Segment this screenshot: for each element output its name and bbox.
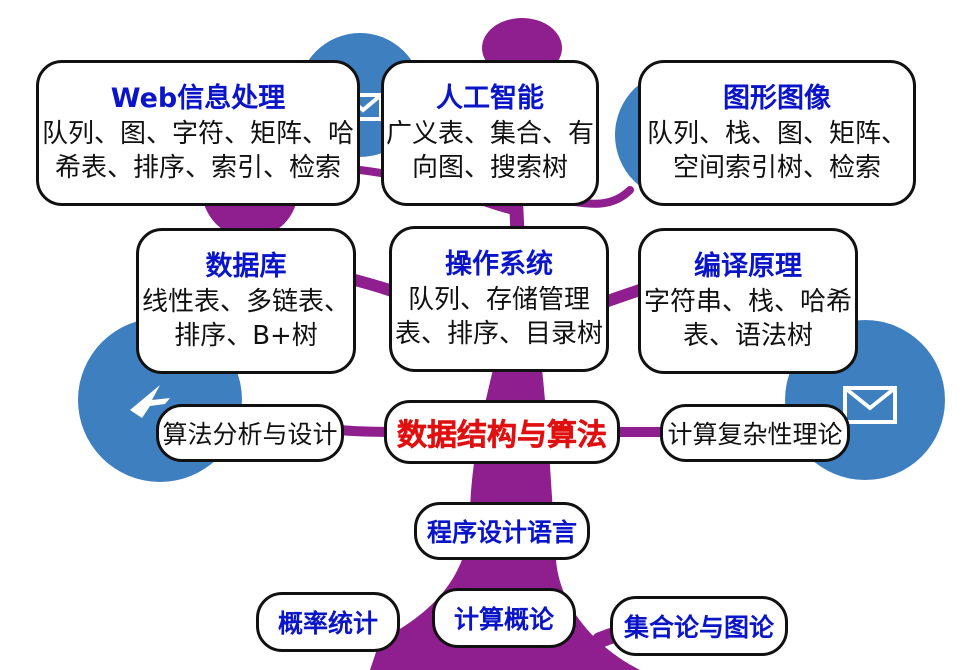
- pill-complexity: 计算复杂性理论: [660, 404, 850, 462]
- box-database-title: 数据库: [205, 251, 287, 282]
- box-ai-title: 人工智能: [436, 83, 544, 114]
- box-compiler-line-1: 字符串、栈、哈希: [643, 287, 852, 317]
- box-database: 数据库 线性表、多链表、 排序、B+树: [136, 228, 356, 374]
- box-os: 操作系统 队列、存储管理 表、排序、目录树: [389, 226, 609, 372]
- box-ai-line-2: 向图、搜索树: [411, 153, 568, 183]
- pill-programming: 程序设计语言: [414, 502, 590, 560]
- pill-sets-graphs: 集合论与图论: [610, 596, 788, 656]
- box-database-line-2: 排序、B+树: [174, 321, 318, 351]
- box-web: Web信息处理 队列、图、字符、矩阵、哈 希表、排序、索引、检索: [36, 60, 360, 206]
- box-ai: 人工智能 广义表、集合、有 向图、搜索树: [381, 60, 599, 206]
- box-graphics: 图形图像 队列、栈、图、矩阵、 空间索引树、检索: [638, 60, 916, 206]
- box-compiler-line-2: 表、语法树: [682, 321, 813, 351]
- box-database-line-1: 线性表、多链表、: [141, 287, 350, 317]
- box-graphics-title: 图形图像: [723, 83, 831, 114]
- box-graphics-line-2: 空间索引树、检索: [672, 153, 881, 183]
- box-ai-line-1: 广义表、集合、有: [385, 119, 594, 149]
- airplane-icon: [130, 385, 170, 418]
- box-os-title: 操作系统: [445, 249, 553, 280]
- box-compiler-title: 编译原理: [694, 251, 802, 282]
- pill-algo-design: 算法分析与设计: [156, 404, 344, 462]
- envelope-icon: [843, 386, 897, 424]
- box-web-title: Web信息处理: [110, 83, 286, 114]
- box-web-line-1: 队列、图、字符、矩阵、哈: [41, 119, 354, 149]
- box-web-line-2: 希表、排序、索引、检索: [54, 153, 341, 183]
- pill-center: 数据结构与算法: [384, 400, 620, 464]
- box-graphics-line-1: 队列、栈、图、矩阵、: [646, 119, 907, 149]
- pill-intro: 计算概论: [432, 588, 576, 648]
- pill-probability: 概率统计: [256, 592, 400, 652]
- box-os-line-1: 队列、存储管理: [407, 285, 590, 315]
- box-compiler: 编译原理 字符串、栈、哈希 表、语法树: [638, 228, 858, 374]
- box-os-line-2: 表、排序、目录树: [394, 319, 603, 349]
